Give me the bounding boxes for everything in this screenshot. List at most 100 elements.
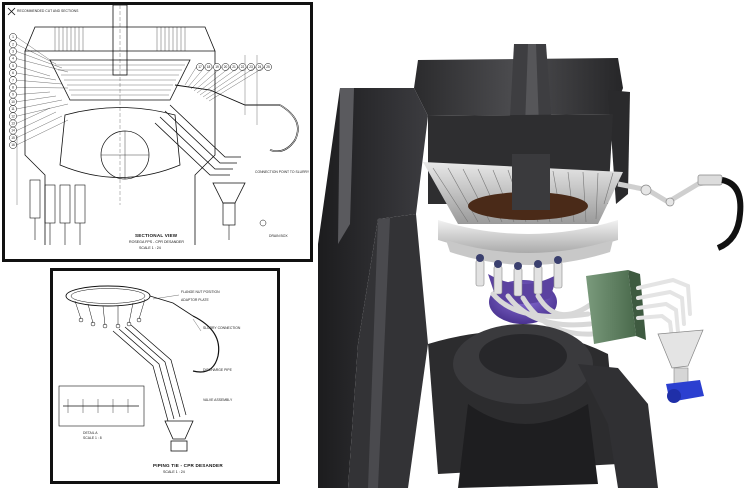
callout-number: 10	[11, 100, 15, 104]
central-shaft	[112, 5, 128, 76]
callout-number: 18	[207, 65, 211, 69]
leader-line	[16, 119, 69, 146]
render-svg	[318, 44, 744, 488]
leader-line	[16, 99, 63, 110]
top-balloon-row: 17 18 19 20 21 22 23 24 25	[184, 63, 272, 102]
collection-ring	[438, 220, 618, 254]
right-outer-wall	[608, 90, 630, 204]
leader-line	[16, 111, 57, 131]
view-title: PIPING TIE - CPR DESANDER	[153, 463, 223, 468]
valve-box	[170, 440, 188, 452]
piping-view-drawing: DETAIL A SCALE 1 : 8 FLANGE NUT POSITION…	[50, 268, 280, 484]
callout-number: 8	[12, 86, 14, 90]
callout-number: 16	[11, 143, 15, 147]
discharge-cone	[164, 420, 194, 440]
ring-manifold	[65, 285, 151, 307]
piping-view-svg: DETAIL A SCALE 1 : 8 FLANGE NUT POSITION…	[58, 285, 241, 474]
sectional-view-drawing: RECOMMENDED CUT AND SECTIONS	[2, 2, 313, 262]
leader-line	[16, 115, 63, 138]
sectional-view-svg: RECOMMENDED CUT AND SECTIONS	[7, 5, 310, 250]
cyclone-drops	[475, 259, 563, 297]
callout-number: 19	[215, 65, 219, 69]
right-lower-housing	[578, 364, 658, 488]
callout-number: 21	[232, 65, 236, 69]
leader-line	[193, 66, 222, 92]
conical-screen	[49, 59, 191, 101]
leader-line	[16, 91, 51, 95]
callout-number: 24	[258, 65, 262, 69]
callout-number: 12	[11, 114, 15, 118]
leader-line	[16, 72, 57, 81]
detail-title: DETAIL A	[83, 431, 98, 435]
note-list: FLANGE NUT POSITION ADAPTOR PLATE SLURRY…	[181, 290, 241, 402]
callout-number: 13	[11, 122, 15, 126]
leader-line	[16, 44, 57, 65]
left-lower-housing	[348, 214, 428, 488]
callout-number: 4	[12, 57, 14, 61]
discharge-pipe	[222, 202, 236, 226]
callout-number: 1	[12, 35, 14, 39]
leader-line	[16, 36, 51, 61]
dimension-lines	[16, 55, 258, 205]
corner-mark-icon	[7, 7, 16, 16]
callout-number: 11	[11, 107, 15, 111]
callout-connection: CONNECTION POINT TO SLURRY	[255, 170, 310, 174]
outlet-pipes	[636, 277, 692, 340]
manifold-pipes	[490, 291, 597, 337]
impeller-cross	[101, 131, 149, 179]
lower-chamber	[59, 107, 181, 178]
detail-a-frame	[58, 385, 145, 427]
hose-loop	[269, 104, 299, 153]
detail-a-hatch	[67, 399, 129, 413]
callout-number: 3	[12, 50, 14, 54]
leader-line	[196, 66, 231, 94]
callout-number: 25	[266, 65, 270, 69]
callout-number: 14	[11, 129, 15, 133]
discharge-cone	[657, 329, 704, 369]
callout-drain: DRAIN BOX	[269, 234, 288, 238]
callout-number: 23	[249, 65, 253, 69]
callout-number: 2	[12, 42, 14, 46]
note-item: FLANGE NUT POSITION	[181, 290, 220, 294]
callout-number: 20	[224, 65, 228, 69]
discharge-cone	[212, 182, 246, 204]
slurry-hose	[716, 177, 744, 251]
leader-line	[199, 66, 239, 96]
callout-number: 15	[11, 136, 15, 140]
screen-hatching	[55, 64, 185, 96]
leader-line	[16, 65, 51, 77]
ring-drops	[74, 298, 146, 329]
manifold-pipes	[154, 104, 241, 176]
leader-line	[16, 51, 63, 69]
view-scale: SCALE 1 : 24	[163, 470, 185, 474]
leader-line	[16, 87, 69, 89]
note-item: SLURRY CONNECTION	[203, 326, 241, 330]
view-scale: SCALE 1 : 24	[139, 246, 161, 250]
feed-line	[174, 84, 280, 106]
callout-number: 17	[198, 65, 202, 69]
leader-line	[190, 66, 214, 90]
view-subtitle: ROSEGA FPS - CPR DESANDER	[129, 240, 184, 244]
view-title: SECTIONAL VIEW	[135, 233, 178, 238]
note-item: VALVE ASSEMBLY	[203, 398, 233, 402]
callout-number: 5	[12, 64, 14, 68]
leader-line	[184, 66, 197, 86]
callout-number: 9	[12, 93, 14, 97]
leader-line	[187, 66, 206, 88]
leader-line	[16, 95, 57, 102]
left-vessels	[29, 179, 86, 245]
note-item: DISCHARGE PIPE	[203, 368, 233, 372]
callout-number: 22	[241, 65, 245, 69]
callout-number: 6	[12, 71, 14, 75]
pipe-bundle	[112, 324, 187, 422]
leader-line	[16, 80, 63, 85]
hose-loop	[192, 315, 220, 373]
corner-note: RECOMMENDED CUT AND SECTIONS	[17, 9, 79, 13]
hood-hatching	[54, 27, 186, 51]
leader-line	[16, 103, 69, 117]
callout-number: 7	[12, 78, 14, 82]
drain-balloon	[259, 219, 267, 227]
leader-line	[16, 58, 69, 73]
note-item: ADAPTOR PLATE	[181, 298, 209, 302]
